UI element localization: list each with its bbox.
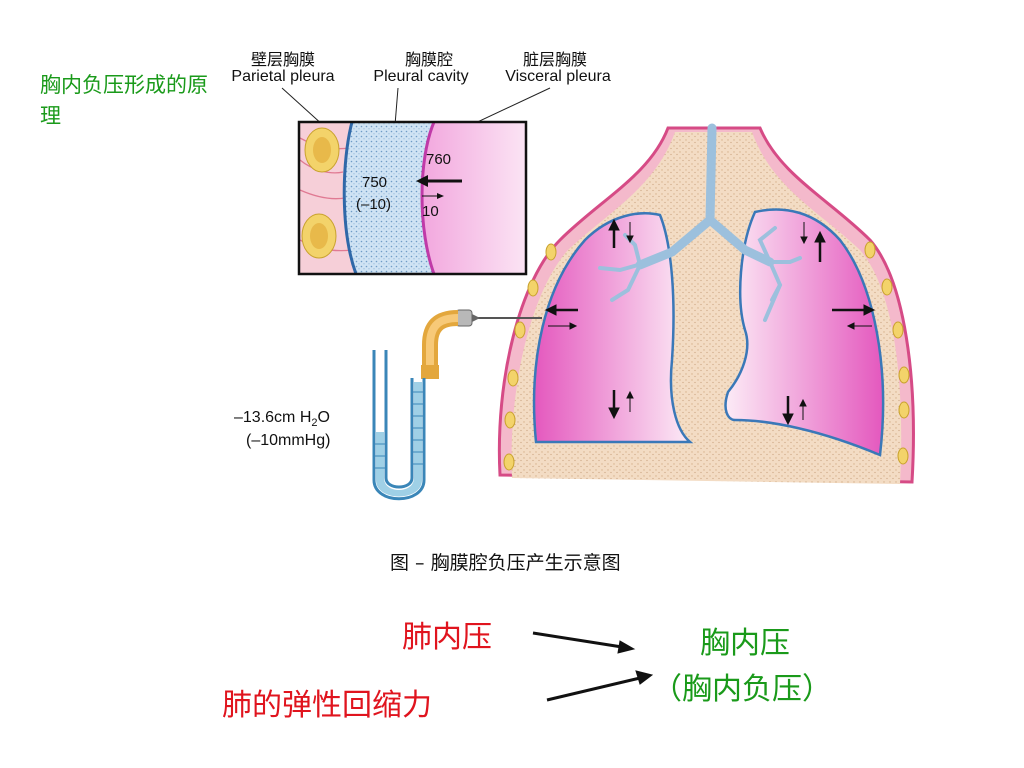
figure-caption: 图 – 胸膜腔负压产生示意图 [390,552,621,574]
label-cavity-zh: 胸膜腔 [404,50,453,69]
inset-pleural-relative: (–10) [356,196,392,213]
label-visceral-en: Visceral pleura [505,68,611,85]
elastic-recoil-text: 肺的弹性回缩力 [222,688,432,723]
lung-pressure-text: 肺内压 [402,620,492,655]
manometer-reading-mmhg: (–10mmHg) [246,432,331,449]
label-cavity-en: Pleural cavity [373,68,469,85]
pleura-inset [299,122,526,274]
result-intrathoracic-pressure: 胸内压 [700,626,790,661]
inset-recoil: 10 [422,203,439,220]
slide-title: 胸内负压形成的原理 [40,73,208,128]
formula-arrows [532,631,654,702]
manometer [372,309,542,501]
label-visceral-zh: 脏层胸膜 [522,50,587,69]
thorax-diagram [497,123,915,484]
label-parietal-en: Parietal pleura [231,68,335,85]
lung-pressure-arrows [544,218,876,426]
inset-outer-pressure: 760 [426,151,452,168]
manometer-reading-cm: –13.6cm H2O [234,409,330,430]
inset-pleural-pressure: 750 [362,174,388,191]
label-parietal-zh: 壁层胸膜 [250,50,315,69]
result-negative-pressure: （胸内负压） [652,672,832,707]
